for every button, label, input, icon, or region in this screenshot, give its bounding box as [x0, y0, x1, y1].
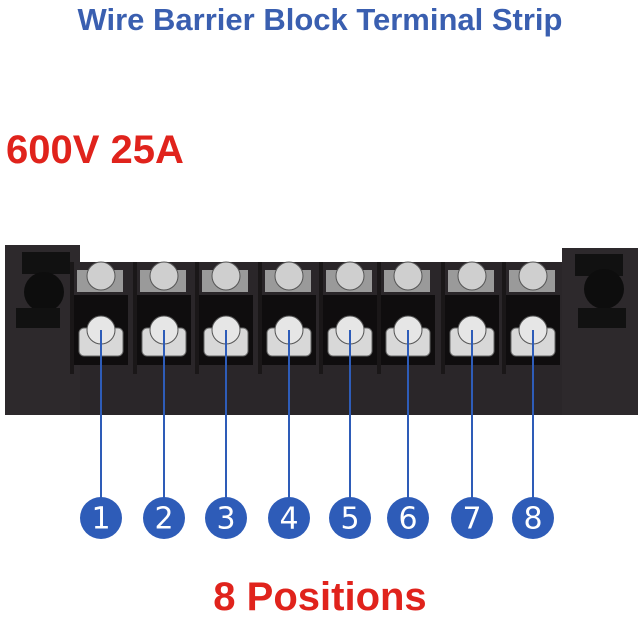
terminal-screw [258, 261, 316, 374]
position-marker-1: 1 [80, 330, 122, 539]
position-number-badge [512, 497, 554, 539]
position-marker-2: 2 [143, 330, 185, 539]
position-number-badge [268, 497, 310, 539]
position-number: 3 [216, 502, 235, 537]
position-number-badge [387, 497, 429, 539]
position-number-badge [80, 497, 122, 539]
position-marker-4: 4 [268, 330, 310, 539]
position-marker-7: 7 [451, 330, 493, 539]
terminal-screw [133, 261, 191, 374]
terminal-screw [441, 261, 499, 374]
terminal-screw [195, 261, 253, 374]
position-number: 4 [279, 502, 298, 537]
position-marker-5: 5 [329, 330, 371, 539]
position-marker-6: 6 [387, 330, 429, 539]
position-number: 6 [398, 502, 417, 537]
position-number: 8 [523, 502, 542, 537]
positions-label: 8 Positions [213, 575, 427, 618]
position-number: 1 [91, 502, 110, 537]
position-number: 7 [462, 502, 481, 537]
terminal-screw [502, 261, 560, 374]
position-number: 2 [154, 502, 173, 537]
terminal-screw [377, 261, 435, 374]
terminal-screw [70, 261, 128, 374]
position-number: 5 [340, 502, 359, 537]
position-number-badge [143, 497, 185, 539]
terminal-screw [319, 261, 377, 374]
position-number-badge [205, 497, 247, 539]
product-title: Wire Barrier Block Terminal Strip [77, 2, 563, 37]
rating-label: 600V 25A [6, 128, 184, 172]
position-number-badge [451, 497, 493, 539]
position-marker-8: 8 [512, 330, 554, 539]
position-marker-3: 3 [205, 330, 247, 539]
position-number-badge [329, 497, 371, 539]
